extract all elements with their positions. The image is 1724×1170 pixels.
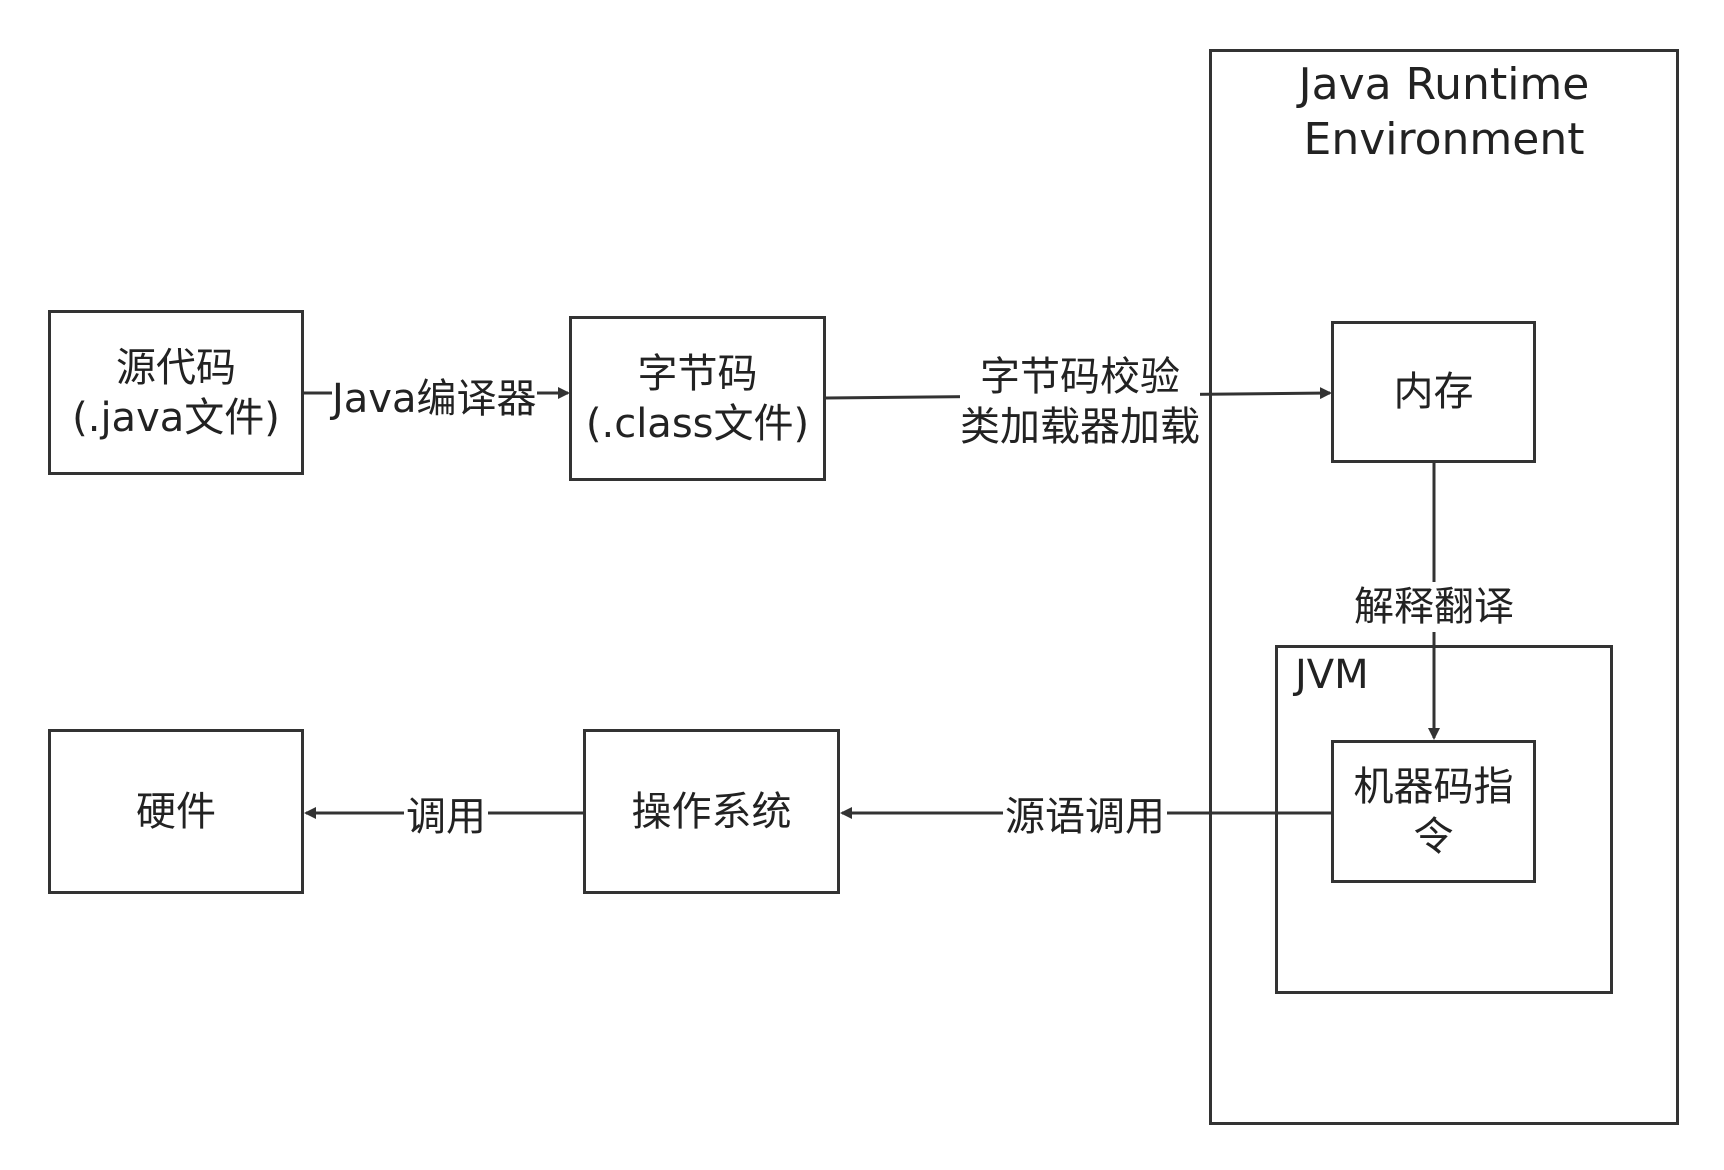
edge-load-line1: 字节码校验: [980, 354, 1180, 400]
edge-primitive-call-label: 源语调用: [1003, 792, 1167, 842]
jre-container: [1209, 49, 1679, 1125]
node-os-label: 操作系统: [631, 788, 792, 835]
edge-interpret-label: 解释翻译: [1352, 582, 1516, 632]
jre-title: Java Runtime Environment: [1209, 57, 1679, 167]
edge-load-label: 字节码校验 类加载器加载: [960, 352, 1200, 452]
node-machine-code: 机器码指 令: [1331, 740, 1536, 883]
jvm-container: [1275, 645, 1613, 994]
node-bytecode-line1: 字节码: [637, 350, 758, 397]
edge-call-label: 调用: [404, 792, 488, 842]
jvm-title: JVM: [1295, 652, 1369, 698]
node-machine-code-line2: 令: [1413, 813, 1454, 860]
node-source-line2: (.java文件): [72, 394, 280, 441]
node-memory: 内存: [1331, 321, 1536, 463]
node-os: 操作系统: [583, 729, 840, 894]
edge-load-line2: 类加载器加载: [960, 404, 1200, 450]
node-source-line1: 源代码: [115, 344, 236, 391]
node-memory-label: 内存: [1393, 369, 1474, 415]
node-hardware-label: 硬件: [136, 788, 216, 835]
edge-compile-label: Java编译器: [332, 374, 537, 424]
node-bytecode-line2: (.class文件): [585, 400, 810, 447]
node-bytecode: 字节码 (.class文件): [569, 316, 826, 481]
node-source: 源代码 (.java文件): [48, 310, 304, 475]
jre-title-line1: Java Runtime: [1298, 59, 1590, 110]
node-machine-code-line1: 机器码指: [1353, 763, 1514, 810]
node-hardware: 硬件: [48, 729, 304, 894]
jre-title-line2: Environment: [1303, 114, 1585, 165]
